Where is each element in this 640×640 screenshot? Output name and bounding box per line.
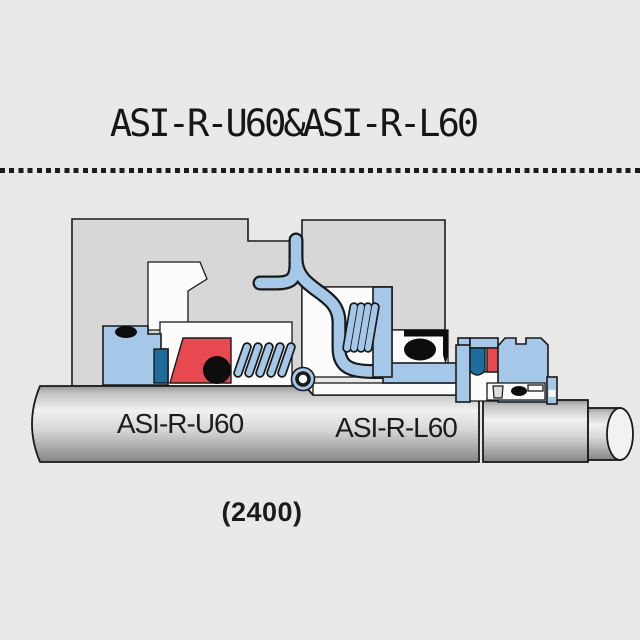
spring-mid bbox=[342, 302, 380, 353]
o-ring-left bbox=[203, 356, 231, 384]
shaft-label-left: ASI-R-U60 bbox=[117, 408, 244, 439]
flush-pipe bbox=[252, 232, 398, 379]
o-ring-right bbox=[511, 386, 527, 396]
seal-face-left bbox=[153, 348, 169, 384]
dotted-divider bbox=[0, 168, 640, 173]
seal-face-right bbox=[469, 347, 486, 376]
shaft-label-right: ASI-R-L60 bbox=[335, 412, 457, 443]
model-caption: (2400) bbox=[221, 497, 303, 527]
right-holder-top bbox=[469, 337, 499, 349]
gland-o-ring-icon bbox=[115, 326, 137, 338]
set-screw-icon bbox=[492, 385, 504, 399]
mid-oring-group bbox=[404, 330, 448, 364]
spring-holder-bar bbox=[372, 286, 393, 378]
shaft bbox=[31, 385, 634, 463]
retainer-bracket bbox=[404, 330, 448, 364]
o-ring-mid bbox=[404, 338, 436, 361]
drive-pin bbox=[290, 366, 316, 392]
lapped-ring bbox=[527, 384, 544, 392]
spring-left bbox=[233, 342, 296, 378]
right-seal-assembly bbox=[455, 337, 558, 405]
shaft-sleeve bbox=[312, 382, 480, 396]
left-seal-assembly bbox=[102, 325, 296, 386]
collar-groove bbox=[548, 390, 556, 397]
shaft-end-face bbox=[606, 407, 634, 461]
right-holder-wall bbox=[455, 344, 471, 403]
page-title: ASI-R-U60&ASI-R-L60 bbox=[109, 102, 479, 145]
shaft-step bbox=[482, 399, 589, 463]
